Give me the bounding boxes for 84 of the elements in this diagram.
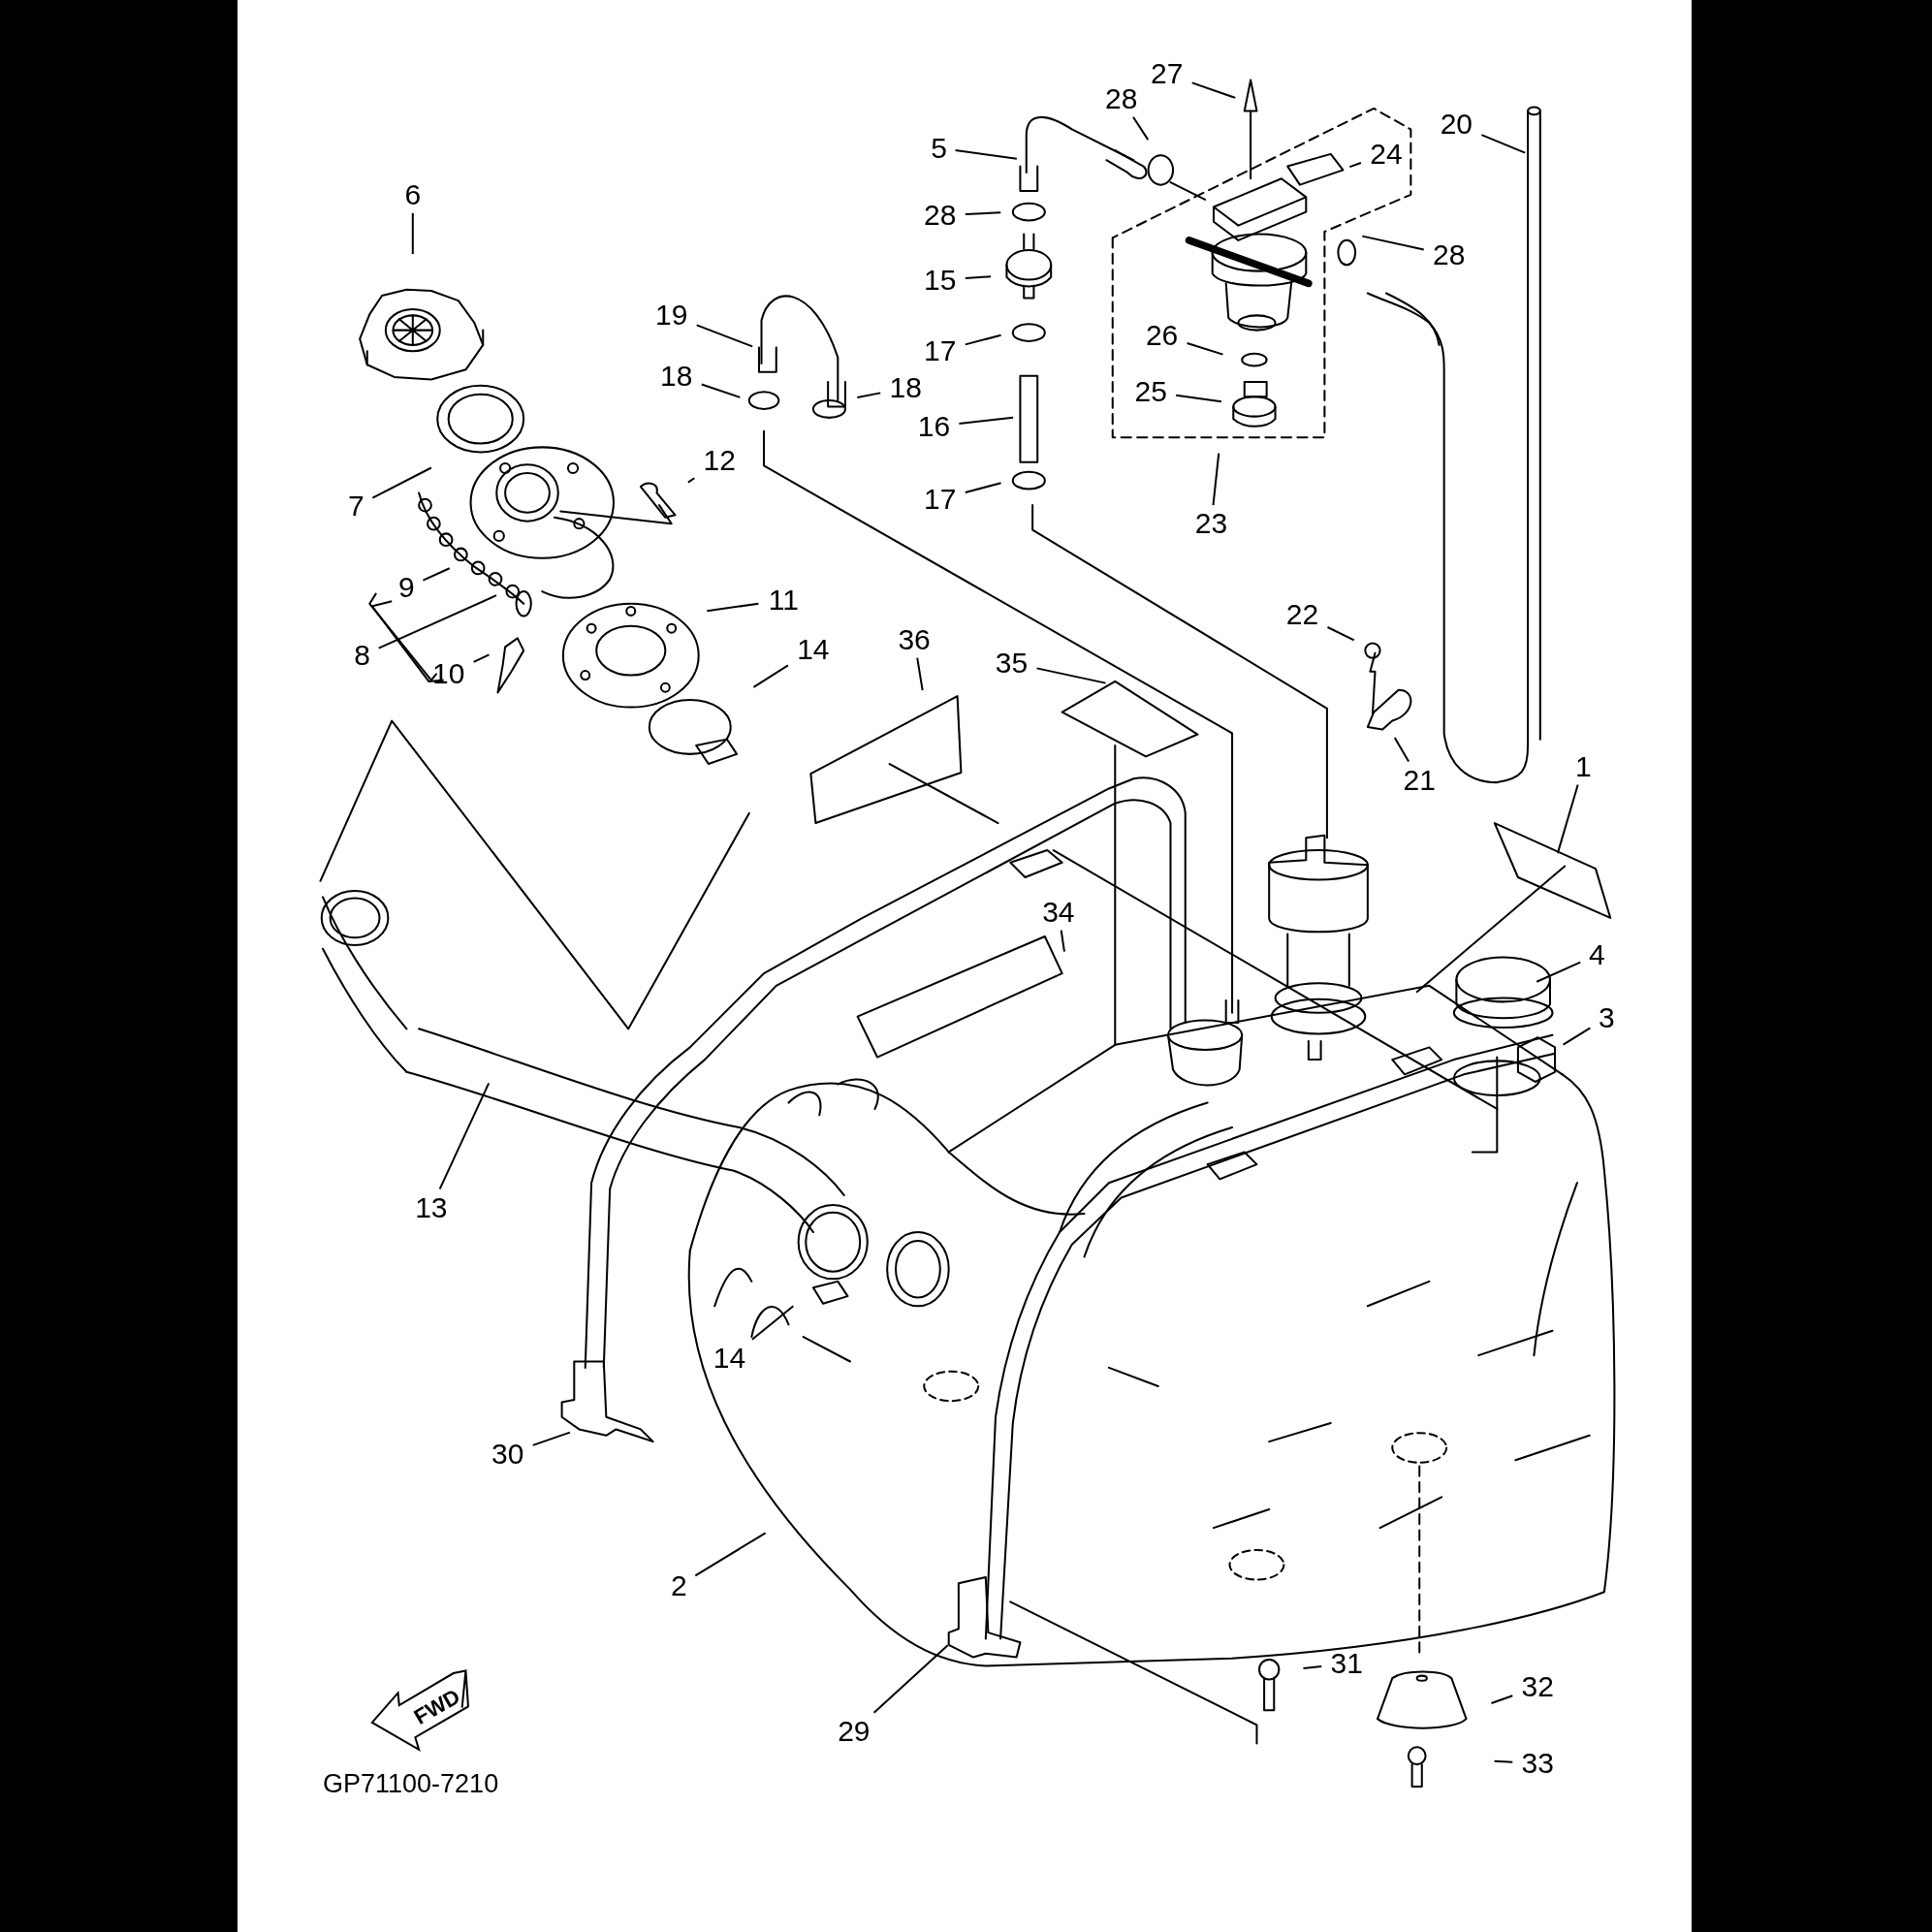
callout-number: 18 [660, 360, 693, 392]
callout-number: 29 [838, 1715, 871, 1747]
leader-line [964, 333, 1002, 346]
leader-line [1212, 452, 1220, 507]
leader-line [472, 653, 491, 663]
callout-number: 28 [1104, 82, 1138, 114]
callout-number: 28 [1433, 239, 1466, 271]
callout-number: 32 [1521, 1671, 1554, 1703]
leader-line [411, 211, 414, 255]
callout-number: 15 [924, 264, 957, 296]
leader-line [438, 1082, 491, 1190]
callout-number: 25 [1134, 376, 1167, 408]
leader-line [1562, 1027, 1592, 1046]
leader-line [686, 477, 696, 484]
leader-line [916, 656, 924, 692]
callout-number: 22 [1285, 599, 1319, 631]
callout-number: 12 [703, 445, 736, 477]
callout-number: 6 [404, 178, 422, 210]
callout-number: 30 [491, 1438, 524, 1470]
callout-number: 19 [655, 300, 688, 332]
direction-label: FWD [409, 1683, 465, 1730]
callout-number: 5 [931, 132, 947, 164]
leader-line [964, 275, 993, 279]
callout-number: 11 [768, 585, 799, 616]
callout-number: 26 [1145, 319, 1179, 351]
leader-line [706, 602, 760, 613]
leader-line [1060, 929, 1065, 953]
leader-line [1190, 81, 1237, 99]
callout-number: 4 [1588, 939, 1605, 971]
callout-number: 16 [917, 410, 951, 442]
callout-number: 36 [898, 623, 931, 655]
part-code: GP71100-7210 [323, 1769, 499, 1800]
leader-line [1480, 134, 1527, 154]
leader-line [954, 148, 1018, 160]
leader-line [750, 1305, 795, 1341]
leader-line [1175, 394, 1222, 403]
callout-number: 17 [924, 335, 957, 367]
leader-line [531, 1431, 571, 1446]
leader-line [1326, 626, 1355, 642]
leader-line [700, 383, 742, 398]
leader-line [1556, 783, 1579, 855]
leader-line [377, 594, 497, 649]
leader-line [1361, 235, 1425, 251]
callout-number: 14 [713, 1342, 746, 1374]
leader-line [1132, 115, 1150, 142]
callout-number: 34 [1042, 896, 1075, 928]
leader-line [1302, 1664, 1323, 1670]
leader-line [694, 1532, 767, 1577]
callout-number: 7 [348, 491, 364, 523]
leader-line [964, 482, 1002, 493]
callout-number: 35 [995, 647, 1029, 679]
callout-number: 33 [1521, 1747, 1554, 1779]
leader-line [872, 1644, 949, 1714]
callout-number: 13 [415, 1191, 448, 1223]
callout-number: 18 [889, 372, 922, 404]
callout-number: 24 [1370, 138, 1403, 170]
callout-number: 28 [924, 200, 957, 232]
leader-line [1493, 1759, 1514, 1763]
callout-number: 9 [398, 572, 415, 604]
callout-number: 2 [671, 1569, 687, 1601]
callout-number: 14 [797, 633, 830, 665]
leader-line [1490, 1694, 1514, 1705]
leader-line [1186, 341, 1224, 356]
callout-number: 1 [1574, 750, 1592, 782]
callout-number: 17 [924, 483, 957, 515]
callout-number: 21 [1403, 764, 1436, 796]
callout-number: 8 [354, 640, 371, 672]
leader-line [422, 567, 451, 582]
leader-line [1035, 667, 1107, 684]
callout-number: 10 [431, 658, 465, 690]
leader-line [1348, 162, 1362, 169]
leader-line [958, 416, 1015, 425]
callout-number: 31 [1330, 1647, 1363, 1679]
callout-number: 23 [1194, 508, 1228, 540]
callout-number: 3 [1599, 1001, 1615, 1033]
leader-line [964, 211, 1002, 216]
callout-number: 27 [1151, 58, 1184, 90]
leader-line [752, 664, 789, 688]
leader-line [1536, 961, 1582, 983]
leader-line [1393, 737, 1410, 763]
leader-line [371, 466, 432, 499]
leader-line [856, 392, 882, 398]
callout-number: 20 [1440, 109, 1473, 141]
leader-line [695, 324, 754, 348]
